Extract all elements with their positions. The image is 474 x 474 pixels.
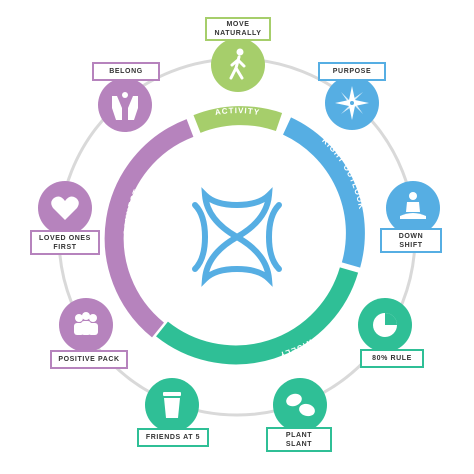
label-text: FIRST <box>53 243 77 251</box>
group-icon <box>74 312 98 335</box>
node-positive-pack <box>59 298 113 352</box>
arc-label-activity: ACTIVITY <box>214 106 261 117</box>
label-text: BELONG <box>109 68 143 75</box>
node-80-rule <box>358 298 412 352</box>
label-text: PLANT <box>285 431 313 439</box>
label-text: POSITIVE PACK <box>58 356 120 363</box>
label-text: SHIFT <box>399 241 423 249</box>
node-loved-ones-first <box>38 181 92 235</box>
arc-activity <box>193 106 283 133</box>
beans-icon <box>286 393 315 417</box>
node-down-shift <box>386 181 440 235</box>
label-text: SLANT <box>285 440 313 448</box>
node-move-naturally <box>211 38 265 92</box>
label-text: LOVED ONES <box>39 234 91 242</box>
label-friends-at-5: FRIENDS AT 5 <box>137 428 209 447</box>
heart-icon <box>51 196 79 220</box>
hands-icon <box>112 92 138 120</box>
cup-icon <box>163 392 181 418</box>
arc-eat-wisely <box>156 267 359 365</box>
label-text: PURPOSE <box>332 68 372 75</box>
label-belong: BELONG <box>92 62 160 81</box>
node-plant-slant <box>273 378 327 432</box>
label-text: FRIENDS AT 5 <box>145 434 201 441</box>
label-positive-pack: POSITIVE PACK <box>50 350 128 369</box>
meditation-icon <box>400 192 426 219</box>
label-text: NATURALLY <box>214 30 262 37</box>
label-text: MOVE <box>226 21 250 28</box>
label-purpose: PURPOSE <box>318 62 386 81</box>
label-move-naturally: MOVE NATURALLY <box>205 17 271 41</box>
label-text: DOWN <box>398 232 424 240</box>
label-80-rule: 80% RULE <box>360 349 424 368</box>
walking-person-icon <box>229 48 246 80</box>
pie-plate-icon <box>373 313 397 337</box>
node-belong <box>98 78 152 132</box>
arc-connect <box>104 119 194 338</box>
node-purpose <box>325 76 379 130</box>
label-text: 80% RULE <box>372 355 412 362</box>
arc-right-outlook <box>282 117 365 268</box>
compass-star-icon <box>335 86 369 120</box>
center-logo-icon <box>192 187 282 287</box>
node-friends-at-5 <box>145 378 199 432</box>
